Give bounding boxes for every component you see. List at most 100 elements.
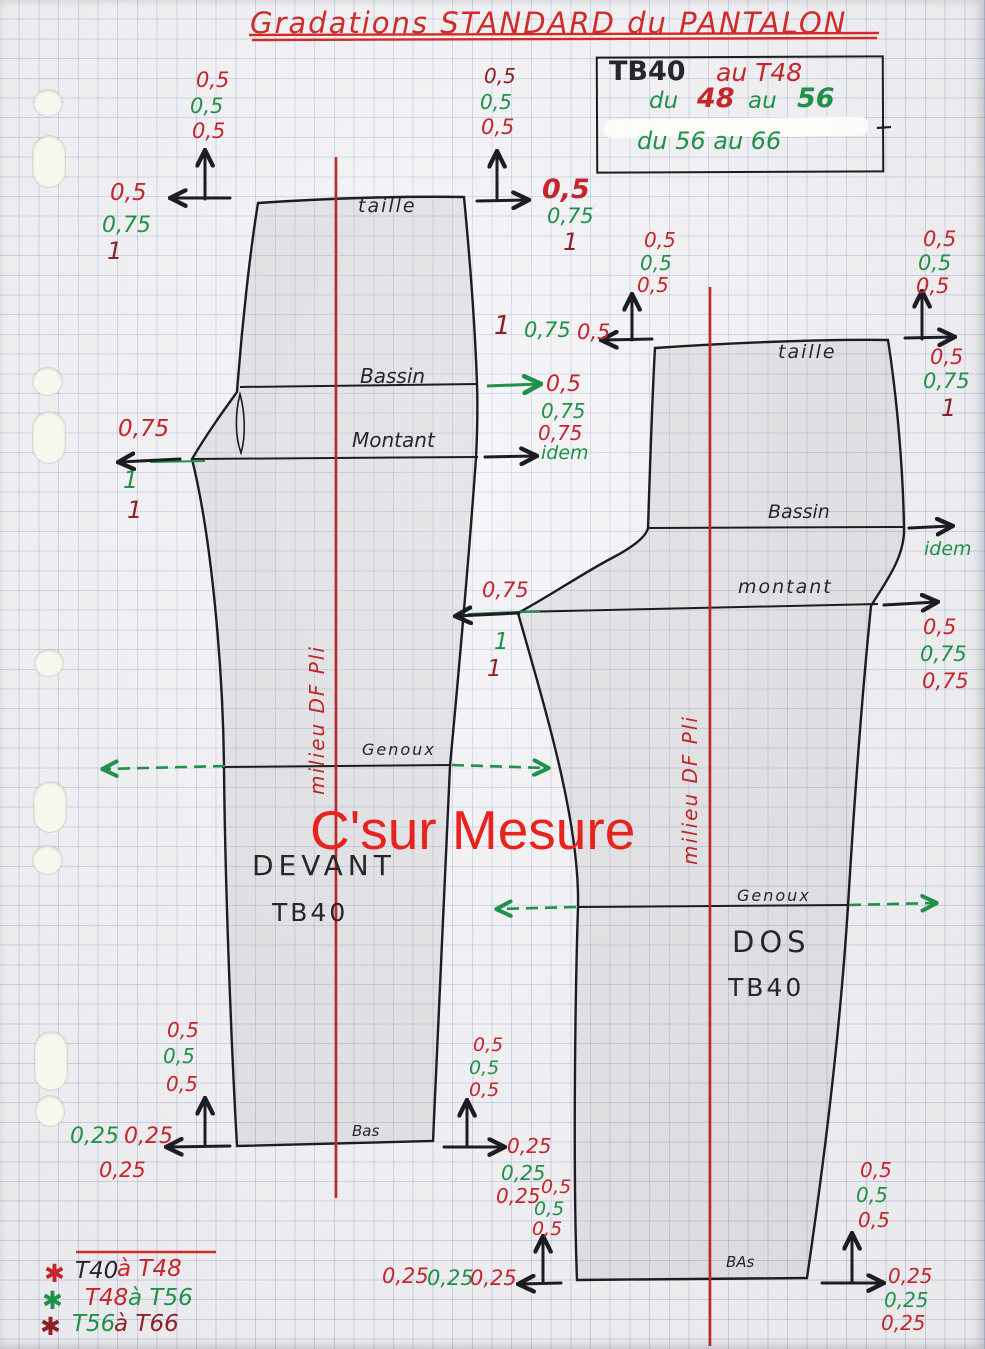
piece-label-devant: DEVANT bbox=[252, 849, 396, 882]
grade-value: 0,75 bbox=[118, 416, 170, 442]
piece-size-dos: TB40 bbox=[728, 973, 805, 1002]
grade-value: 0,5 bbox=[480, 90, 512, 114]
legend-range-3b: à T66 bbox=[114, 1311, 179, 1337]
box-size-range-1a: TB40 bbox=[609, 56, 686, 87]
grade-value: 0,5 bbox=[916, 274, 950, 298]
grade-value: 0,75 bbox=[547, 204, 594, 228]
grade-value: 0,25 bbox=[382, 1264, 429, 1288]
legend-symbol: ✱ bbox=[44, 1259, 65, 1288]
genoux-extension-arrows bbox=[104, 765, 935, 909]
grade-value: 0,5 bbox=[532, 1218, 563, 1240]
box-size-range-2a: du bbox=[649, 88, 679, 114]
grade-value: 0,5 bbox=[534, 1198, 565, 1220]
binder-hole bbox=[33, 368, 62, 395]
grade-note: idem bbox=[541, 442, 589, 464]
grade-value: 0,25 bbox=[888, 1264, 933, 1288]
grade-value: 0,5 bbox=[481, 115, 515, 139]
box-size-range-2b: 48 bbox=[697, 83, 735, 114]
grade-value: 1 bbox=[494, 311, 511, 341]
binder-hole bbox=[33, 412, 65, 463]
legend-range-1a: T40 bbox=[75, 1258, 119, 1284]
grade-value: 1 bbox=[494, 629, 509, 655]
binder-hole bbox=[34, 782, 66, 832]
piece-label-dos: DOS bbox=[732, 925, 811, 959]
grade-value: 0,75 bbox=[538, 421, 583, 445]
box-tick bbox=[876, 125, 892, 130]
box-size-range-1b: au T48 bbox=[716, 58, 803, 87]
grade-value: 0,5 bbox=[637, 273, 669, 297]
line-label-taille-devant: taille bbox=[358, 195, 417, 217]
line-label-montant-devant: Montant bbox=[352, 428, 435, 452]
grade-value: 0,5 bbox=[190, 94, 224, 118]
legend-range-3a: T56 bbox=[72, 1311, 116, 1337]
line-label-bassin-dos: Bassin bbox=[768, 501, 830, 523]
grade-value: 0,5 bbox=[167, 1018, 199, 1042]
legend-range-2a: T48 bbox=[85, 1285, 129, 1311]
grade-value: 0,5 bbox=[860, 1158, 892, 1182]
binder-hole bbox=[33, 846, 62, 874]
grading-arrows bbox=[120, 152, 953, 1284]
box-size-range-2d: 56 bbox=[797, 83, 835, 114]
binder-hole bbox=[35, 1032, 67, 1090]
grade-value: 0,5 bbox=[577, 320, 611, 344]
milieu-text-dos: milieu DF Pli bbox=[678, 715, 702, 865]
grade-value: 0,5 bbox=[856, 1183, 888, 1207]
grade-value: 0,5 bbox=[546, 372, 581, 397]
grade-value: 0,25 bbox=[496, 1184, 541, 1208]
grade-value: 0,75 bbox=[482, 578, 529, 602]
grade-value: 0,5 bbox=[473, 1034, 504, 1056]
grade-value: 0,25 bbox=[99, 1158, 146, 1182]
line-label-taille-dos: taille bbox=[778, 341, 837, 363]
watermark: C'sur Mesure bbox=[310, 799, 636, 861]
binder-hole bbox=[34, 90, 62, 116]
grade-value: 0,5 bbox=[192, 119, 226, 143]
binder-hole bbox=[35, 650, 63, 676]
grade-value: 0,5 bbox=[858, 1208, 890, 1232]
line-label-montant-dos: montant bbox=[738, 576, 833, 598]
grade-note: idem bbox=[924, 538, 972, 560]
line-label-bas-dos: BAs bbox=[726, 1253, 755, 1271]
grade-value: 0,25 bbox=[507, 1134, 552, 1158]
box-size-range-3: du 56 au 66 bbox=[637, 127, 782, 155]
grade-value: 0,25 bbox=[501, 1161, 546, 1185]
legend-range-1b: à T48 bbox=[117, 1256, 182, 1282]
grade-value: 0,25 bbox=[124, 1124, 173, 1149]
legend-range-2b: à T56 bbox=[128, 1285, 193, 1311]
grade-value: 1 bbox=[107, 237, 123, 265]
line-label-genoux-dos: Genoux bbox=[737, 886, 811, 905]
grade-value: 0,5 bbox=[163, 1044, 195, 1068]
grade-value: 0,5 bbox=[166, 1072, 198, 1096]
piece-size-devant: TB40 bbox=[272, 898, 349, 927]
grade-value: 0,5 bbox=[196, 68, 230, 92]
grade-value: 0,25 bbox=[881, 1311, 926, 1335]
grade-value: 0,5 bbox=[484, 64, 516, 88]
grade-value: 0,5 bbox=[923, 615, 957, 639]
grade-value: 0,5 bbox=[469, 1057, 500, 1079]
grade-value: 0,5 bbox=[923, 227, 957, 251]
legend-symbol: ✱ bbox=[42, 1286, 63, 1315]
page-title: Gradations STANDARD du PANTALON bbox=[250, 6, 848, 40]
grade-value: 1 bbox=[127, 496, 143, 524]
grade-value: 0,75 bbox=[524, 318, 571, 342]
grade-value: 0,75 bbox=[922, 669, 969, 693]
grade-value: 0,5 bbox=[644, 228, 676, 252]
grade-value: 0,25 bbox=[70, 1124, 119, 1149]
grade-value: 0,25 bbox=[470, 1266, 517, 1290]
grade-value: 1 bbox=[123, 466, 139, 494]
grade-value: 0,25 bbox=[884, 1288, 929, 1312]
grade-value: 0,75 bbox=[541, 399, 586, 423]
bassin-grade-arrow bbox=[486, 384, 539, 386]
line-label-genoux-devant: Genoux bbox=[362, 740, 436, 759]
line-label-bassin-devant: Bassin bbox=[360, 364, 426, 388]
milieu-text-devant: milieu DF Pli bbox=[305, 645, 329, 795]
line-label-bas-devant: Bas bbox=[352, 1122, 380, 1140]
grade-value: 0,5 bbox=[640, 251, 672, 275]
grade-value: 1 bbox=[941, 394, 957, 422]
grade-value: 1 bbox=[563, 228, 579, 256]
grade-value: 1 bbox=[487, 656, 502, 682]
box-size-range-2c: au bbox=[748, 88, 777, 114]
grade-value: 0,5 bbox=[542, 174, 590, 205]
grade-value: 0,5 bbox=[930, 345, 964, 369]
